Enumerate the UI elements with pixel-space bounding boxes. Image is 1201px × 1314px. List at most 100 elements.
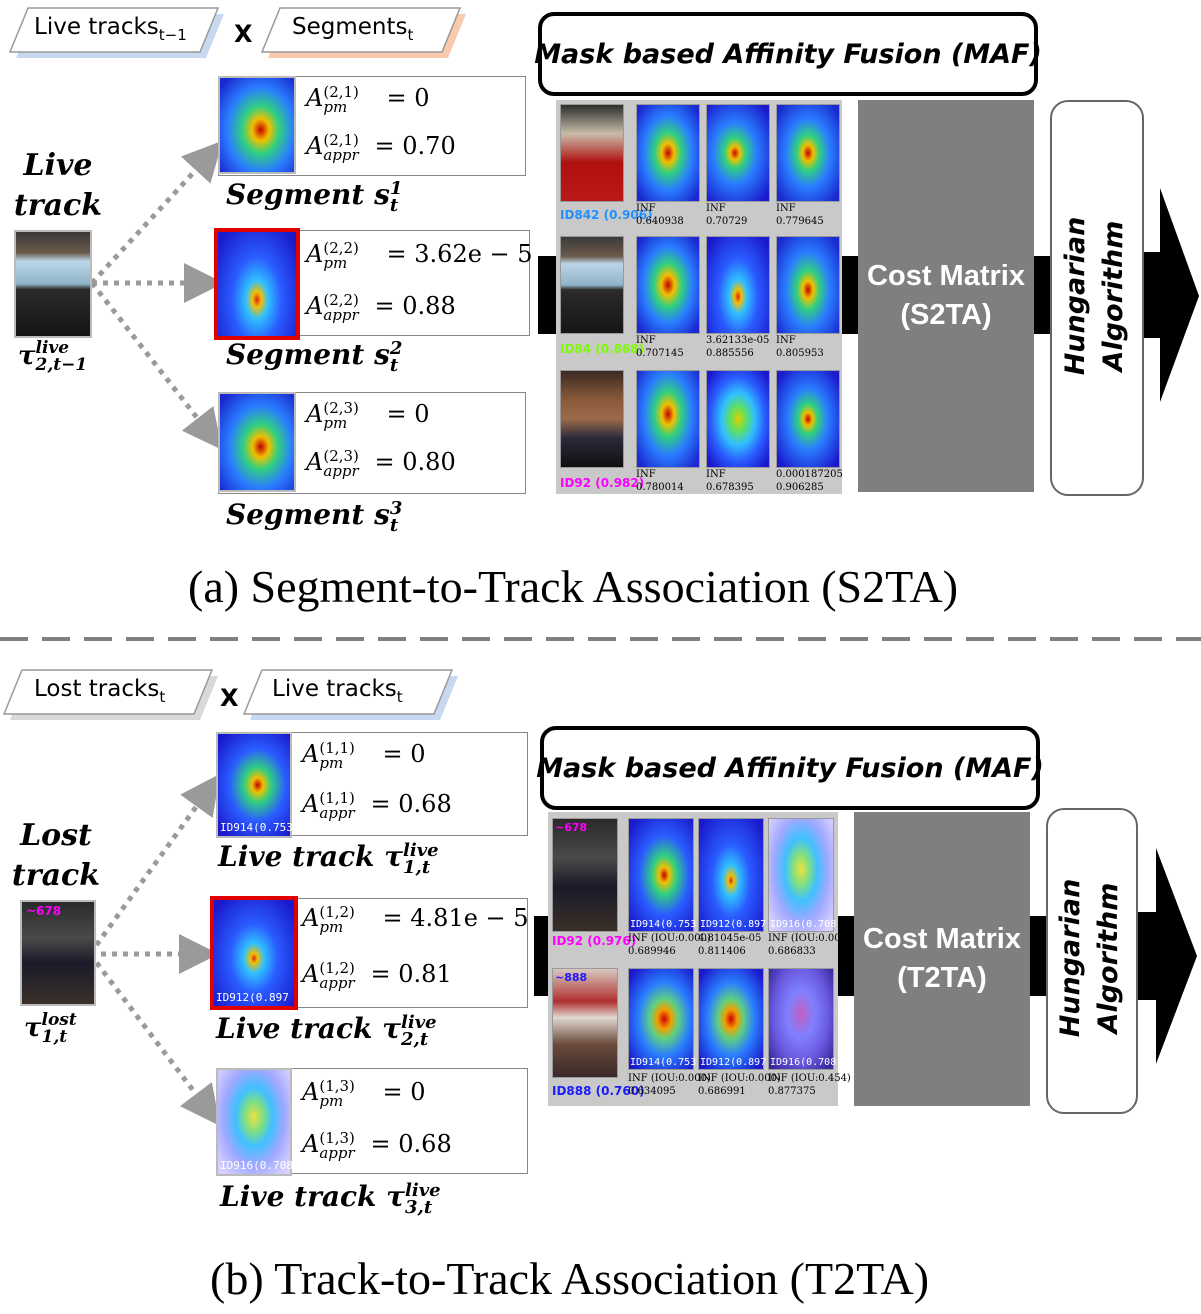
s2ta-cost-matrix: Cost Matrix (S2TA) [858, 100, 1034, 492]
thumb-overlay-id: ID916(0.708 [220, 1159, 293, 1172]
mask-cell: ID912(0.897 [698, 968, 767, 1070]
cost-matrix-label: Cost Matrix [867, 260, 1025, 292]
col-overlay-id: ID912(0.897 [700, 1057, 767, 1068]
thumb-overlay-id: ID914(0.753 [220, 821, 293, 834]
cost-matrix-label: Cost Matrix [863, 923, 1021, 955]
mask-cell: ID914(0.753 [628, 818, 697, 932]
col-overlay-id: ID916(0.708 [770, 1057, 837, 1068]
live-tracks-t-input-label: Live trackst [272, 676, 403, 706]
live-track-thumbnail [14, 230, 92, 338]
s2ta-output-arrow [1142, 188, 1199, 402]
live-tracks-input-label: Live trackst−1 [34, 14, 187, 44]
row-track-id: ID84 (0.868) [560, 342, 645, 356]
s2ta-hungarian-box [1050, 100, 1144, 496]
appearance-affinity: A(2,3)appr = 0.80 [306, 446, 456, 480]
t2ta-cost-matrix: Cost Matrix (T2TA) [854, 812, 1030, 1106]
appearance-affinity: A(2,1)appr = 0.70 [306, 130, 456, 164]
t2ta-hungarian-label: Hungarian Algorithm [1055, 878, 1124, 1038]
mask-cell [776, 104, 840, 202]
s2ta-link-1 [90, 140, 223, 285]
pipeline-bar [1032, 256, 1052, 334]
mask-cell [706, 370, 770, 468]
cost-matrix-sublabel: (T2TA) [897, 962, 987, 994]
mask-cell-score: INF (IOU:0.000)0.686833 [768, 933, 851, 957]
lost-track-overlay-id: ~678 [26, 904, 62, 918]
col-overlay-id: ID916(0.708 [770, 919, 837, 930]
live-track-mask-thumbnail-selected: ID912(0.897 [210, 896, 298, 1010]
segment-mask-thumbnail [218, 76, 296, 174]
col-overlay-id: ID914(0.753 [630, 1057, 697, 1068]
t2ta-output-arrow [1136, 848, 1197, 1064]
cost-matrix-sublabel: (S2TA) [900, 299, 992, 331]
pipeline-bar [836, 916, 856, 996]
row-track-image [560, 370, 624, 468]
pipeline-bar [534, 916, 552, 996]
mask-cell [636, 236, 700, 334]
row-track-image [560, 104, 624, 202]
row-track-image: ~678 [552, 818, 618, 932]
pipeline-bar [838, 256, 860, 334]
pm-affinity: A(2,2)pm = 3.62e − 5 [306, 238, 533, 272]
lost-track-symbol: τ lost 1,t [24, 1010, 77, 1047]
col-overlay-id: ID912(0.897 [700, 919, 767, 930]
lost-track-thumbnail: ~678 [20, 900, 96, 1006]
pipeline-bar [1030, 916, 1048, 996]
s2ta-link-3 [90, 281, 223, 450]
mask-cell-score: INF (IOU:0.000)0.634095 [628, 1073, 711, 1097]
mask-cell [636, 104, 700, 202]
cross-product-symbol: X [234, 20, 253, 48]
t2ta-affinity-grid: ~678 ID92 (0.976) ID914(0.753 INF (IOU:0… [548, 812, 851, 1106]
mask-cell-score: INF (IOU:0.000)0.689946 [628, 933, 711, 957]
lost-tracks-input-label: Lost trackst [34, 676, 166, 706]
col-overlay-id: ID914(0.753 [630, 919, 697, 930]
maf-title-box: Mask based Affinity Fusion (MAF) [536, 726, 1044, 810]
mask-cell: ID914(0.753 [628, 968, 697, 1070]
cross-product-symbol: X [220, 684, 239, 712]
pm-affinity: A(1,2)pm = 4.81e − 5 [302, 902, 529, 936]
s2ta-caption: (a) Segment-to-Track Association (S2TA) [188, 561, 959, 612]
t2ta-caption: (b) Track-to-Track Association (T2TA) [210, 1253, 930, 1304]
pm-affinity: A(1,3)pm = 0 [302, 1076, 426, 1110]
row-track-id: ID888 (0.760) [552, 1084, 645, 1098]
mask-cell: ID912(0.897 [698, 818, 767, 932]
mask-cell: ID916(0.708 [768, 968, 837, 1070]
segment-mask-thumbnail [218, 392, 296, 492]
mask-cell-score: INF (IOU:0.000)0.686991 [698, 1073, 781, 1097]
pm-affinity: A(1,1)pm = 0 [302, 738, 426, 772]
live-track-symbol: τ live 2,t−1 [18, 338, 88, 375]
row-track-id: ID842 (0.906) [560, 208, 653, 222]
maf-title-box: Mask based Affinity Fusion (MAF) [534, 12, 1042, 96]
segment-mask-thumbnail-selected [214, 228, 300, 340]
mask-cell [776, 370, 840, 468]
row-track-image [560, 236, 624, 334]
live-track-mask-thumbnail: ID914(0.753 [216, 732, 293, 838]
appearance-affinity: A(1,1)appr = 0.68 [302, 788, 452, 822]
s2ta-hungarian-label: Hungarian Algorithm [1060, 216, 1129, 376]
t2ta-link-1 [87, 773, 220, 956]
mask-cell-score: INF (IOU:0.454)0.877375 [768, 1073, 851, 1097]
live-track-side-label: Live track [13, 148, 103, 223]
t2ta-link-3 [88, 952, 221, 1126]
lost-track-side-label: Lost track [11, 818, 101, 893]
mask-cell [636, 370, 700, 468]
row-track-image: ~888 [552, 968, 618, 1078]
pm-affinity: A(2,1)pm = 0 [306, 82, 430, 116]
row-overlay-id: ~678 [555, 821, 588, 834]
segments-input-label: Segmentst [292, 14, 414, 44]
mask-cell: ID916(0.708 [768, 818, 837, 932]
